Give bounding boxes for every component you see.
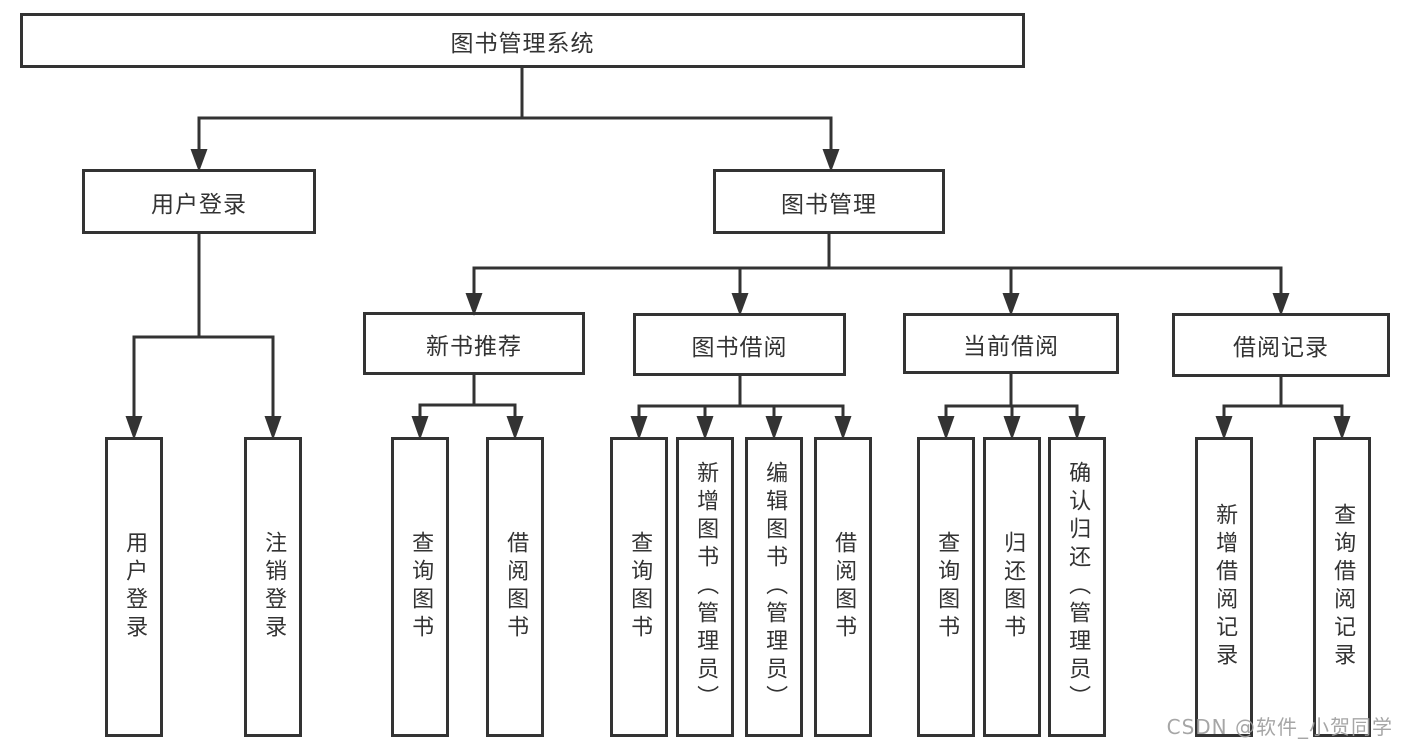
- leaf-recommend-query-books-label: 查询图书: [408, 531, 434, 643]
- leaf-current-query-books-label: 查询图书: [934, 531, 960, 643]
- leaf-edit-books-admin: 编辑图书（管理员）: [745, 437, 803, 737]
- node-book-management-label: 图书管理: [781, 191, 877, 218]
- leaf-borrow-books-label: 借阅图书: [831, 531, 857, 643]
- leaf-confirm-return-admin: 确认归还（管理员）: [1048, 437, 1106, 737]
- leaf-user-login: 用户登录: [105, 437, 163, 737]
- leaf-add-borrow-record: 新增借阅记录: [1195, 437, 1253, 737]
- leaf-add-books-admin: 新增图书（管理员）: [676, 437, 734, 737]
- node-book-management: 图书管理: [713, 169, 945, 234]
- leaf-recommend-borrow-books: 借阅图书: [486, 437, 544, 737]
- node-user-login: 用户登录: [82, 169, 316, 234]
- leaf-confirm-return-admin-label: 确认归还（管理员）: [1065, 461, 1091, 713]
- node-borrow-records-label: 借阅记录: [1233, 335, 1329, 361]
- leaf-return-books-label: 归还图书: [1000, 531, 1026, 643]
- csdn-watermark: CSDN @软件_小贺同学: [1166, 715, 1393, 739]
- connector-book-management-to-level3: [472, 232, 1283, 296]
- node-current-borrow: 当前借阅: [903, 313, 1119, 374]
- leaf-borrow-query-books: 查询图书: [610, 437, 668, 737]
- node-user-login-label: 用户登录: [151, 191, 247, 218]
- leaf-return-books: 归还图书: [983, 437, 1041, 737]
- node-book-borrow-label: 图书借阅: [691, 334, 788, 361]
- node-new-book-recommend-label: 新书推荐: [426, 333, 522, 360]
- connector-borrow-records-to-leaves: [1222, 375, 1344, 419]
- node-borrow-records: 借阅记录: [1172, 313, 1390, 377]
- leaf-recommend-borrow-books-label: 借阅图书: [503, 531, 529, 643]
- node-root-label: 图书管理系统: [450, 30, 595, 57]
- leaf-logout-label: 注销登录: [261, 531, 287, 643]
- leaf-current-query-books: 查询图书: [917, 437, 975, 737]
- leaf-add-borrow-record-label: 新增借阅记录: [1212, 503, 1238, 671]
- leaf-edit-books-admin-label: 编辑图书（管理员）: [762, 461, 788, 713]
- leaf-borrow-query-books-label: 查询图书: [627, 531, 653, 643]
- leaf-query-borrow-record: 查询借阅记录: [1313, 437, 1371, 737]
- connector-book-borrow-to-leaves: [637, 374, 845, 419]
- node-new-book-recommend: 新书推荐: [363, 312, 585, 375]
- connector-user-login-to-leaves: [132, 232, 275, 419]
- leaf-query-borrow-record-label: 查询借阅记录: [1330, 503, 1356, 671]
- leaf-logout: 注销登录: [244, 437, 302, 737]
- leaf-borrow-books: 借阅图书: [814, 437, 872, 737]
- node-current-borrow-label: 当前借阅: [963, 333, 1059, 360]
- leaf-add-books-admin-label: 新增图书（管理员）: [693, 461, 719, 713]
- node-root: 图书管理系统: [20, 13, 1025, 68]
- node-book-borrow: 图书借阅: [633, 313, 846, 376]
- leaf-user-login-label: 用户登录: [122, 531, 148, 643]
- connector-root-to-level2: [197, 66, 833, 152]
- leaf-recommend-query-books: 查询图书: [391, 437, 449, 737]
- connector-new-book-recommend-to-leaves: [418, 373, 517, 419]
- connector-current-borrow-to-leaves: [944, 372, 1079, 419]
